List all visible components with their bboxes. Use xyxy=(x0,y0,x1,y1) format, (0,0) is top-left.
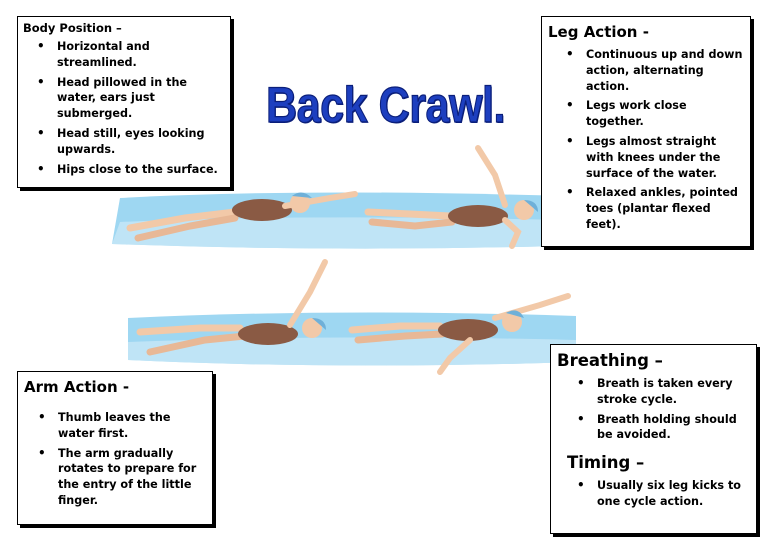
list-item: The arm gradually rotates to prepare for… xyxy=(38,446,206,509)
leg-action-list: Continuous up and down action, alternati… xyxy=(548,47,744,233)
list-item: Continuous up and down action, alternati… xyxy=(566,47,744,94)
list-item: Breath is taken every stroke cycle. xyxy=(577,376,750,408)
list-item: Head pillowed in the water, ears just su… xyxy=(37,75,224,122)
arm-action-list: Thumb leaves the water first. The arm gr… xyxy=(24,410,206,509)
list-item: Legs work close together. xyxy=(566,98,744,130)
body-position-box: Body Position – Horizontal and streamlin… xyxy=(17,16,231,188)
breathing-timing-box: Breathing – Breath is taken every stroke… xyxy=(550,344,757,534)
list-item: Horizontal and streamlined. xyxy=(37,39,224,71)
leg-action-box: Leg Action - Continuous up and down acti… xyxy=(541,16,751,247)
list-item: Usually six leg kicks to one cycle actio… xyxy=(577,478,750,510)
list-item: Legs almost straight with knees under th… xyxy=(566,134,744,181)
list-item: Breath holding should be avoided. xyxy=(577,412,750,444)
body-position-heading: Body Position – xyxy=(23,21,122,35)
breathing-list: Breath is taken every stroke cycle. Brea… xyxy=(557,376,750,443)
list-item: Relaxed ankles, pointed toes (plantar fl… xyxy=(566,185,744,232)
arm-action-box: Arm Action - Thumb leaves the water firs… xyxy=(17,371,213,525)
swimmer-figure xyxy=(136,259,328,356)
swimmer-figure xyxy=(348,293,571,375)
list-item: Thumb leaves the water first. xyxy=(38,410,206,442)
page-title: Back Crawl. xyxy=(265,76,506,133)
body-position-list: Horizontal and streamlined. Head pillowe… xyxy=(23,39,224,177)
breathing-heading: Breathing – xyxy=(557,351,663,370)
timing-heading: Timing – xyxy=(567,453,645,473)
swimmer-figure xyxy=(364,145,538,249)
timing-list: Usually six leg kicks to one cycle actio… xyxy=(557,478,750,510)
leg-action-heading: Leg Action - xyxy=(548,23,649,41)
arm-action-heading: Arm Action - xyxy=(24,378,130,396)
list-item: Hips close to the surface. xyxy=(37,162,224,178)
list-item: Head still, eyes looking upwards. xyxy=(37,126,224,158)
swimmer-figure xyxy=(126,191,358,242)
